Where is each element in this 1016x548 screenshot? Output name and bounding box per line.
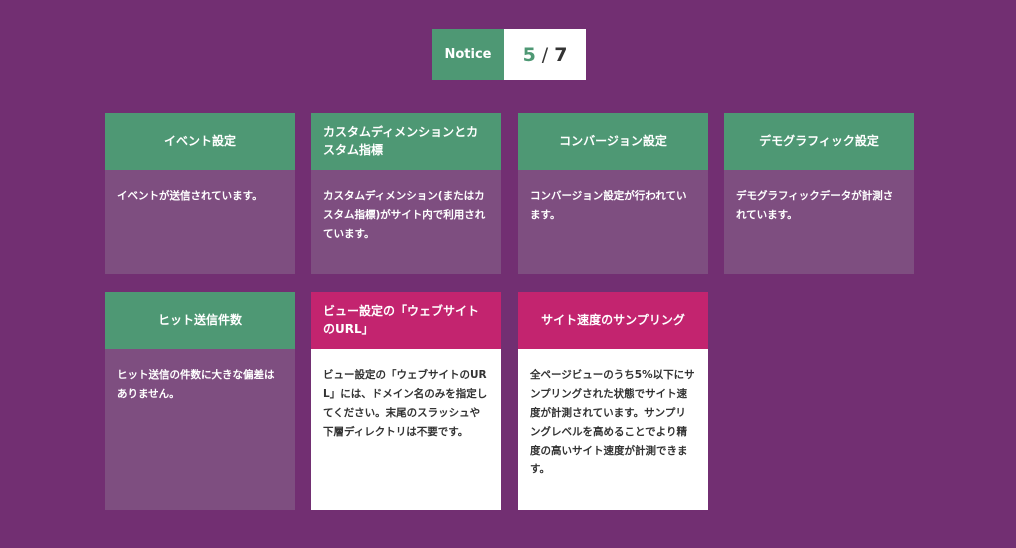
card-body: コンバージョン設定が行われています。 xyxy=(518,170,708,274)
card-hit-count: ヒット送信件数 ヒット送信の件数に大きな偏差はありません。 xyxy=(105,292,295,510)
card-demographic-settings: デモグラフィック設定 デモグラフィックデータが計測されています。 xyxy=(724,113,914,274)
card-body: カスタムディメンション(またはカスタム指標)がサイト内で利用されています。 xyxy=(311,170,501,274)
notice-count: 5 / 7 xyxy=(504,29,586,80)
card-body: ヒット送信の件数に大きな偏差はありません。 xyxy=(105,349,295,510)
card-body: ビュー設定の「ウェブサイトのURL」には、ドメイン名のみを指定してください。末尾… xyxy=(311,349,501,510)
notice-label: Notice xyxy=(432,29,504,80)
card-conversion-settings: コンバージョン設定 コンバージョン設定が行われています。 xyxy=(518,113,708,274)
card-event-settings: イベント設定 イベントが送信されています。 xyxy=(105,113,295,274)
card-body: デモグラフィックデータが計測されています。 xyxy=(724,170,914,274)
notice-separator: / xyxy=(541,43,549,66)
card-title: ヒット送信件数 xyxy=(105,292,295,349)
card-title: デモグラフィック設定 xyxy=(724,113,914,170)
card-title: ビュー設定の「ウェブサイトのURL」 xyxy=(311,292,501,349)
notice-current: 5 xyxy=(522,43,536,66)
card-title: サイト速度のサンプリング xyxy=(518,292,708,349)
card-body: 全ページビューのうち5%以下にサンプリングされた状態でサイト速度が計測されていま… xyxy=(518,349,708,510)
card-title: コンバージョン設定 xyxy=(518,113,708,170)
card-view-website-url: ビュー設定の「ウェブサイトのURL」 ビュー設定の「ウェブサイトのURL」には、… xyxy=(311,292,501,510)
card-body: イベントが送信されています。 xyxy=(105,170,295,274)
card-custom-dimensions: カスタムディメンションとカスタム指標 カスタムディメンション(またはカスタム指標… xyxy=(311,113,501,274)
notice-counter: Notice 5 / 7 xyxy=(432,29,586,80)
card-title: カスタムディメンションとカスタム指標 xyxy=(311,113,501,170)
notice-total: 7 xyxy=(554,43,568,66)
card-title: イベント設定 xyxy=(105,113,295,170)
card-site-speed-sampling: サイト速度のサンプリング 全ページビューのうち5%以下にサンプリングされた状態で… xyxy=(518,292,708,510)
